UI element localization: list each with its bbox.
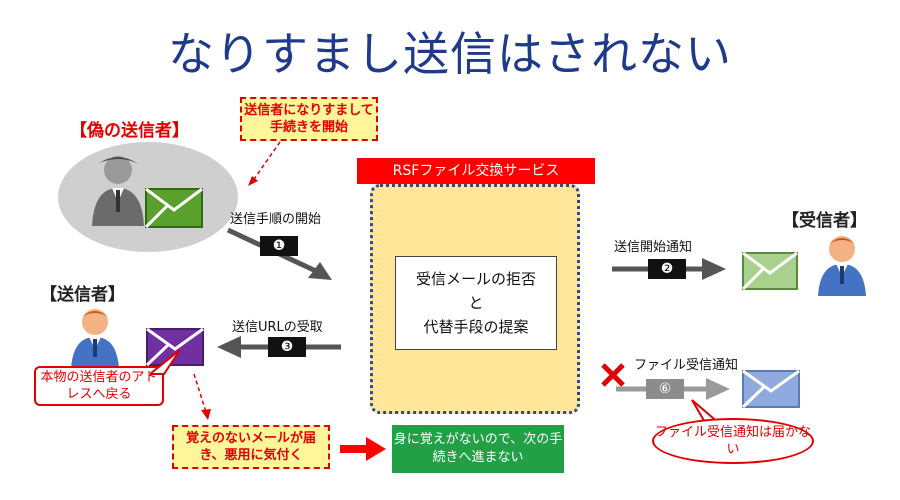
- envelope-icon: [742, 252, 798, 290]
- step3-label: 送信URLの受取: [232, 320, 323, 335]
- service-line-1: 受信メールの拒否: [415, 270, 536, 288]
- step1-badge: ❶: [260, 236, 298, 256]
- envelope-icon: [146, 328, 204, 366]
- step6-badge: ⑥: [646, 379, 684, 399]
- person-icon: [92, 156, 144, 226]
- service-action-box: 受信メールの拒否 と 代替手段の提案: [395, 256, 557, 350]
- receiver-bubble: ファイル受信通知は届かない: [652, 418, 814, 464]
- page-title: なりすまし送信はされない: [168, 27, 732, 81]
- service-header: RSFファイル交換サービス: [357, 158, 595, 184]
- sender-bubble: 本物の送信者のアドレスへ戻る: [34, 366, 164, 406]
- step1-arrow-icon: [226, 227, 332, 280]
- result-box: 身に覚えがないので、次の手続きへ進まない: [392, 425, 564, 473]
- envelope-icon: [742, 370, 800, 408]
- person-icon: [818, 236, 866, 296]
- step2-badge: ❷: [648, 259, 686, 279]
- person-icon: [71, 309, 119, 369]
- step1-label: 送信手順の開始: [230, 212, 322, 227]
- sender-label: 【送信者】: [40, 285, 125, 305]
- bottom-note: 覚えのないメールが届き、悪用に気付く: [172, 425, 330, 469]
- fake-sender-label: 【偽の送信者】: [70, 121, 189, 141]
- dashed-pointer-arrow: [193, 373, 211, 420]
- receiver-label: 【受信者】: [782, 211, 867, 231]
- envelope-icon: [145, 188, 203, 228]
- bubble-tail: [150, 349, 181, 375]
- step3-badge: ❸: [268, 337, 306, 357]
- cross-icon: [601, 363, 625, 387]
- step2-label: 送信開始通知: [614, 240, 693, 255]
- arrow-icon: [340, 437, 386, 461]
- step6-label: ファイル受信通知: [634, 358, 739, 373]
- service-line-3: 代替手段の提案: [423, 318, 529, 336]
- service-line-2: と: [468, 294, 484, 312]
- fake-sender-note: 送信者になりすまして手続きを開始: [240, 97, 378, 141]
- dashed-pointer-arrow: [248, 141, 281, 186]
